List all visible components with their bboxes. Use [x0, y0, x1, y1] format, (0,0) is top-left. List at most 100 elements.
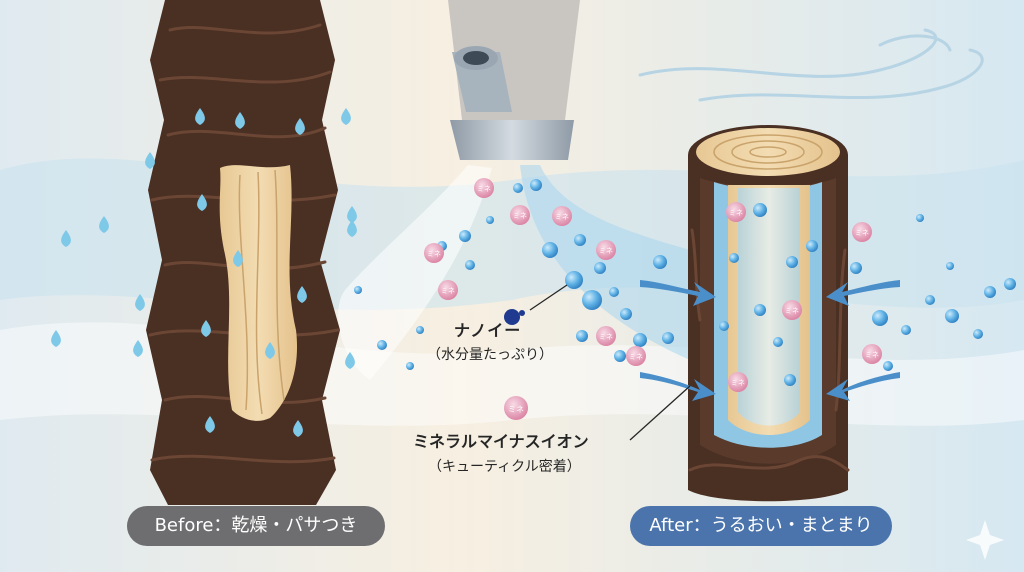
mineral-ion-particle: ミネ: [474, 178, 494, 198]
mineral-ion-particle: ミネ: [438, 280, 458, 300]
water-drop-icon: [201, 320, 211, 337]
nano-particle: [406, 362, 414, 370]
svg-text:ミネ: ミネ: [555, 213, 569, 221]
water-drop-icon: [265, 342, 275, 359]
svg-text:ミネ: ミネ: [599, 333, 613, 341]
water-drop-icon: [347, 206, 357, 223]
nano-particle: [729, 253, 739, 263]
water-drop-icon: [195, 108, 205, 125]
dryer-icon: [448, 0, 580, 160]
svg-text:ミネ: ミネ: [477, 185, 491, 193]
after-hair-strand: [688, 125, 850, 502]
mineral-ion-particle: ミネ: [424, 243, 444, 263]
svg-text:ミネ: ミネ: [508, 405, 524, 414]
mineral-ion-particle: ミネ: [852, 222, 872, 242]
water-drop-icon: [135, 294, 145, 311]
svg-text:ミネ: ミネ: [785, 307, 799, 315]
water-drop-icon: [235, 112, 245, 129]
nano-particle: [354, 286, 362, 294]
nano-label: ナノイー: [454, 321, 522, 340]
nano-particle: [754, 304, 766, 316]
mineral-ion-particle: ミネ: [552, 206, 572, 226]
nano-legend-marker-small: [519, 310, 525, 316]
nano-particle: [916, 214, 924, 222]
svg-text:ミネ: ミネ: [865, 351, 879, 359]
before-badge: Before：乾燥・パサつき: [127, 506, 385, 546]
nano-particle: [945, 309, 959, 323]
water-drop-icon: [205, 416, 215, 433]
wind-swirl-icon: [638, 28, 984, 102]
nano-particle: [594, 262, 606, 274]
nano-particle: [486, 216, 494, 224]
nano-particle: [530, 179, 542, 191]
nano-particle: [773, 337, 783, 347]
mineral-legend-marker: ミネ: [504, 396, 528, 420]
sparkle-icon: [966, 520, 1004, 560]
mineral-ion-particle: ミネ: [726, 202, 746, 222]
nano-particle: [620, 308, 632, 320]
mineral-ion-particle: ミネ: [626, 346, 646, 366]
nano-particle: [459, 230, 471, 242]
svg-text:ミネ: ミネ: [427, 250, 441, 258]
mineral-label: ミネラルマイナスイオン: [413, 432, 589, 451]
water-drop-icon: [233, 250, 243, 267]
nano-particle: [416, 326, 424, 334]
nano-particle: [753, 203, 767, 217]
nano-particle: [786, 256, 798, 268]
svg-text:ミネ: ミネ: [441, 287, 455, 295]
water-drop-icon: [133, 340, 143, 357]
water-drop-icon: [61, 230, 71, 247]
mineral-leader-line: [629, 385, 691, 441]
nano-particle: [465, 260, 475, 270]
nano-particle: [513, 183, 523, 193]
mineral-ion-particle: ミネ: [782, 300, 802, 320]
nano-particle: [574, 234, 586, 246]
svg-text:ミネ: ミネ: [729, 209, 743, 217]
water-drop-icon: [297, 286, 307, 303]
damaged-cortex: [219, 165, 298, 421]
penetration-arrows: [640, 280, 900, 401]
nano-particle: [883, 361, 893, 371]
water-drop-icon: [197, 194, 207, 211]
nano-particle: [1004, 278, 1016, 290]
nano-particle: [872, 310, 888, 326]
nano-particle: [662, 332, 674, 344]
water-drop-icon: [51, 330, 61, 347]
mineral-ion-particle: ミネ: [862, 344, 882, 364]
mineral-ion-particle: ミネ: [510, 205, 530, 225]
mineral-sublabel: （キューティクル密着）: [428, 459, 581, 475]
before-hair-strand: [146, 0, 340, 505]
svg-text:ミネ: ミネ: [599, 247, 613, 255]
after-badge: After：うるおい・まとまり: [630, 506, 892, 546]
nano-particle: [901, 325, 911, 335]
water-drop-icon: [293, 420, 303, 437]
water-drop-icon: [145, 152, 155, 169]
svg-text:ミネ: ミネ: [629, 353, 643, 361]
mineral-ion-particle: ミネ: [596, 326, 616, 346]
nano-leader-line: [529, 284, 568, 311]
svg-text:ミネ: ミネ: [731, 379, 745, 387]
mineral-ion-particle: ミネ: [728, 372, 748, 392]
water-drop-icon: [99, 216, 109, 233]
nano-particle: [719, 321, 729, 331]
nano-particle: [946, 262, 954, 270]
nano-particle: [984, 286, 996, 298]
nano-particle: [633, 333, 647, 347]
nano-particle: [850, 262, 862, 274]
nano-particle: [784, 374, 796, 386]
water-drop-icon: [295, 118, 305, 135]
nano-particle: [653, 255, 667, 269]
nano-legend-marker: [504, 309, 520, 325]
nano-particle: [576, 330, 588, 342]
nano-particle: [542, 242, 558, 258]
nano-particle: [609, 287, 619, 297]
nano-particle: [565, 271, 583, 289]
nano-particle: [806, 240, 818, 252]
nano-particle: [582, 290, 602, 310]
water-drop-icon: [347, 220, 357, 237]
nano-particle: [377, 340, 387, 350]
svg-text:ミネ: ミネ: [513, 212, 527, 220]
nano-sublabel: （水分量たっぷり）: [427, 347, 553, 363]
nano-particle: [973, 329, 983, 339]
